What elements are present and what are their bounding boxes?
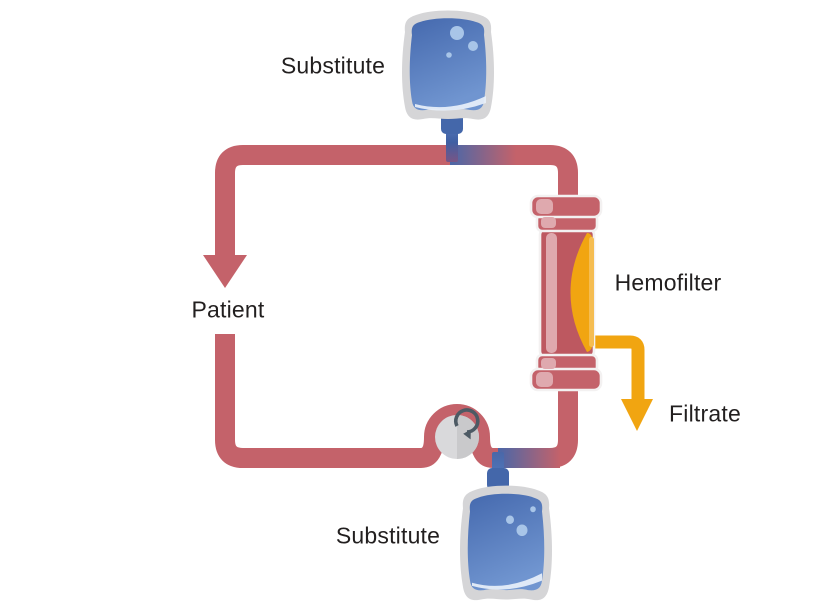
substitute-mixing-gradient-bottom — [498, 448, 560, 468]
substitute-tube-bottom-connector — [487, 468, 509, 490]
liquid-meniscus — [415, 96, 486, 111]
substitute-bottom-label: Substitute — [335, 522, 441, 549]
filtrate-label: Filtrate — [669, 400, 741, 427]
filtrate-arrow-down-icon — [621, 399, 653, 431]
liquid-meniscus — [472, 573, 542, 590]
blood-pump — [435, 408, 480, 459]
substitute-mixing-gradient-top — [450, 145, 516, 165]
hemofilter-label: Hemofilter — [614, 269, 722, 296]
hemofilter-device — [529, 194, 603, 392]
hemofilter-body-highlight — [546, 233, 557, 353]
rotation-clockwise-icon — [454, 408, 480, 440]
substitute-bag-bottom-group — [460, 452, 552, 601]
circuit-pipe-draw — [215, 334, 578, 468]
iv-bag-top — [402, 10, 494, 120]
substitute-bag-top-group — [402, 10, 494, 162]
hemofilter-cap-highlights — [536, 199, 556, 387]
patient-label: Patient — [191, 296, 265, 323]
air-bubbles — [446, 26, 478, 58]
air-bubbles — [506, 506, 536, 537]
patient-flow-arrow-down-icon — [203, 255, 247, 288]
circuit-pipe-return — [215, 145, 578, 257]
substitute-top-label: Substitute — [280, 52, 386, 79]
filtrate-line — [589, 335, 653, 431]
iv-bag-bottom — [460, 485, 552, 601]
filtrate-tube — [589, 335, 645, 401]
hemofilter-membrane-highlight — [589, 237, 594, 347]
hemofilter-membrane — [570, 233, 593, 352]
